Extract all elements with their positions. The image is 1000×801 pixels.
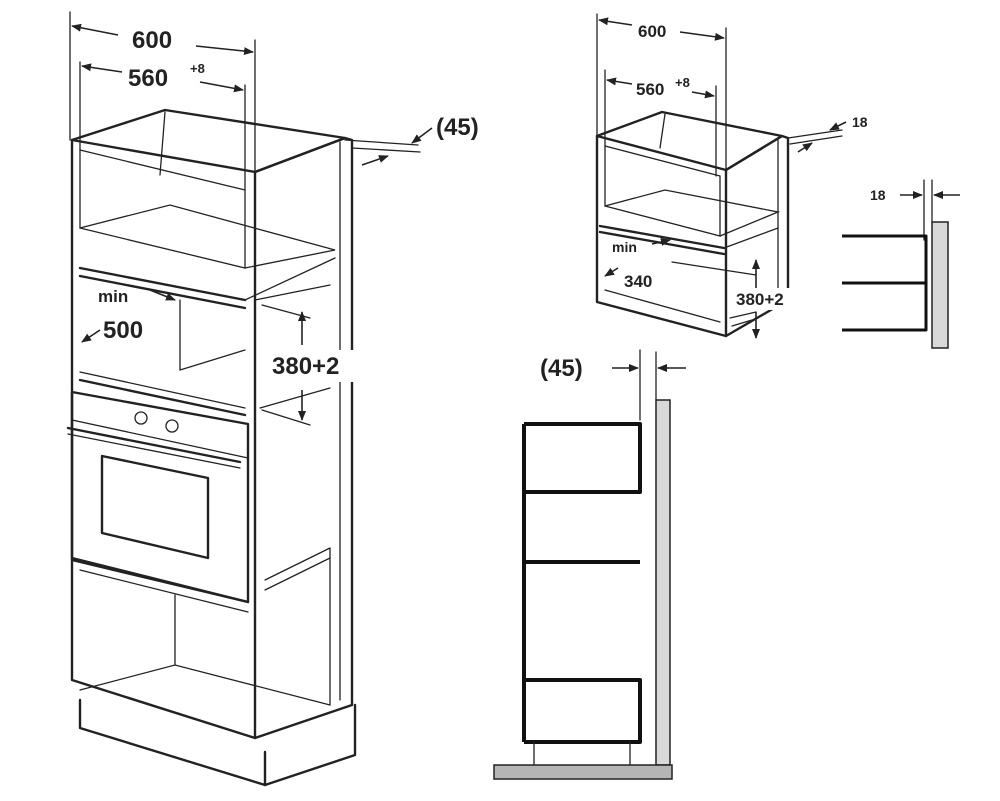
tall-width-outer-label: 600 [132,27,172,54]
tall-dimensions: 600 560 +8 (45) min 500 380+2 [69,11,479,426]
wall-width-inner-label: 560 [636,80,664,99]
wall-side-section: 18 [842,179,960,349]
wall-dimensions: 600 560 +8 18 min 340 380+2 [596,13,868,339]
tall-width-inner-label: 560 [128,65,168,92]
wall-panel-thickness-label: 18 [852,114,868,130]
tall-niche-height-backdrop [268,350,360,382]
oven-knob-icon [134,411,148,425]
wall-niche-height-backdrop [734,288,792,310]
tall-niche-min-label: min [98,287,128,306]
wall-niche-min-label: min [612,239,637,255]
wall-niche-height-label: 380+2 [736,290,784,309]
tall-width-inner-tolerance: +8 [190,61,205,76]
tall-side-section: (45) [493,349,686,780]
tall-niche-min-depth-label: 500 [103,317,143,344]
side-panel-thickness-label: 18 [870,187,886,203]
tall-depth-offset-label: (45) [436,114,479,141]
section-depth-offset-label: (45) [540,355,583,382]
tall-niche-height-label: 380+2 [272,353,339,380]
wall-width-inner-tolerance: +8 [675,75,690,90]
tall-cabinet [66,108,357,787]
wall-niche-min-depth-label: 340 [624,272,652,291]
oven-knob-icon [165,419,179,433]
built-in-oven [66,390,250,604]
wall-width-outer-label: 600 [638,22,666,41]
wall-cabinet [595,110,790,338]
